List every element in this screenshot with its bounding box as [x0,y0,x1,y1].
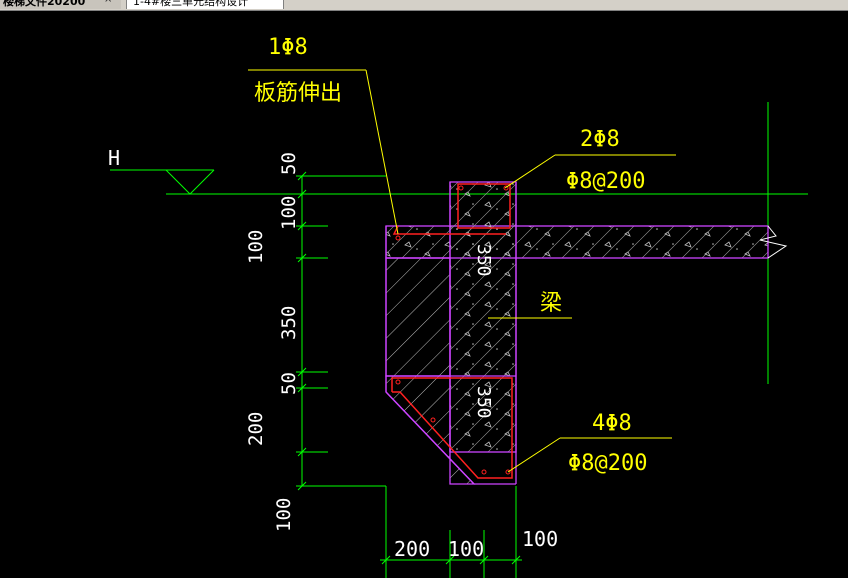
callout-slab-bar-count: 1Φ8 [268,35,308,60]
close-icon[interactable]: × [104,0,112,5]
callout-bottom-stirrup: Φ8@200 [568,451,647,476]
elevation-label: H [108,146,120,170]
dim-350: 350 [278,306,300,340]
dim-100-top: 100 [278,196,300,230]
leader-lines [248,69,676,473]
callout-slab-bar-note: 板筋伸出 [254,81,342,106]
document-tab-bar: 楼梯文件20200 × 1-4#楼三单元结构设计 [0,0,848,11]
dim-200-width: 200 [394,537,430,561]
dim-50-mid: 50 [278,372,300,395]
dim-100-bottom: 100 [273,498,295,532]
beam-section [385,181,517,485]
callout-beam-label: 梁 [540,291,562,316]
tab-structure-design[interactable]: 1-4#楼三单元结构设计 [126,0,284,9]
dim-50-top: 50 [278,152,300,175]
elevation-mark: H [108,146,215,195]
tab-stair-file[interactable]: 楼梯文件20200 [0,0,121,9]
section-label-upper: 350 [473,244,494,277]
dim-100: 100 [245,230,267,264]
dim-200: 200 [245,412,267,446]
slab [385,225,788,259]
callout-top-bars: 2Φ8 [580,127,620,152]
dim-100-width-b: 100 [522,527,558,551]
vertical-dimension-chain [296,171,387,578]
dim-100-width-a: 100 [448,537,484,561]
section-label-lower: 350 [473,386,494,419]
horizontal-dimension-chain [380,486,522,578]
callout-bottom-bars: 4Φ8 [592,411,632,436]
cad-drawing-canvas: H 350 350 [108,35,808,578]
callout-top-stirrup: Φ8@200 [566,169,645,194]
